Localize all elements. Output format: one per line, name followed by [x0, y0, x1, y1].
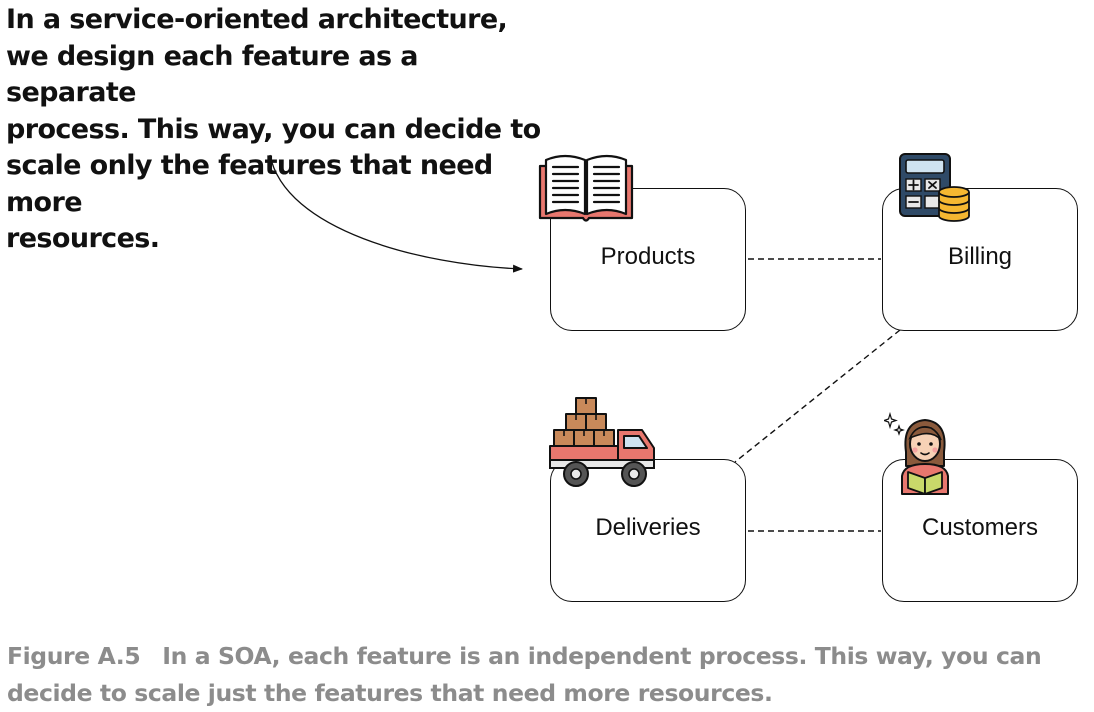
node-products-label: Products — [600, 243, 696, 270]
open-book-icon — [538, 154, 634, 222]
connector-billing-deliveries — [734, 329, 901, 463]
figure-caption-text: In a SOA, each feature is an independent… — [7, 642, 1042, 707]
annotation-text: In a service-oriented architecture, we d… — [6, 4, 541, 254]
customer-woman-icon — [884, 411, 949, 495]
figure-number: Figure A.5 — [7, 642, 141, 670]
sparkle-icon — [884, 411, 905, 436]
node-customers-label: Customers — [921, 514, 1039, 541]
delivery-truck-icon — [549, 397, 655, 487]
node-deliveries-label: Deliveries — [595, 514, 701, 541]
calculator-coins-icon — [899, 153, 970, 222]
node-billing-label: Billing — [947, 243, 1013, 270]
annotation-arrow — [269, 154, 523, 273]
